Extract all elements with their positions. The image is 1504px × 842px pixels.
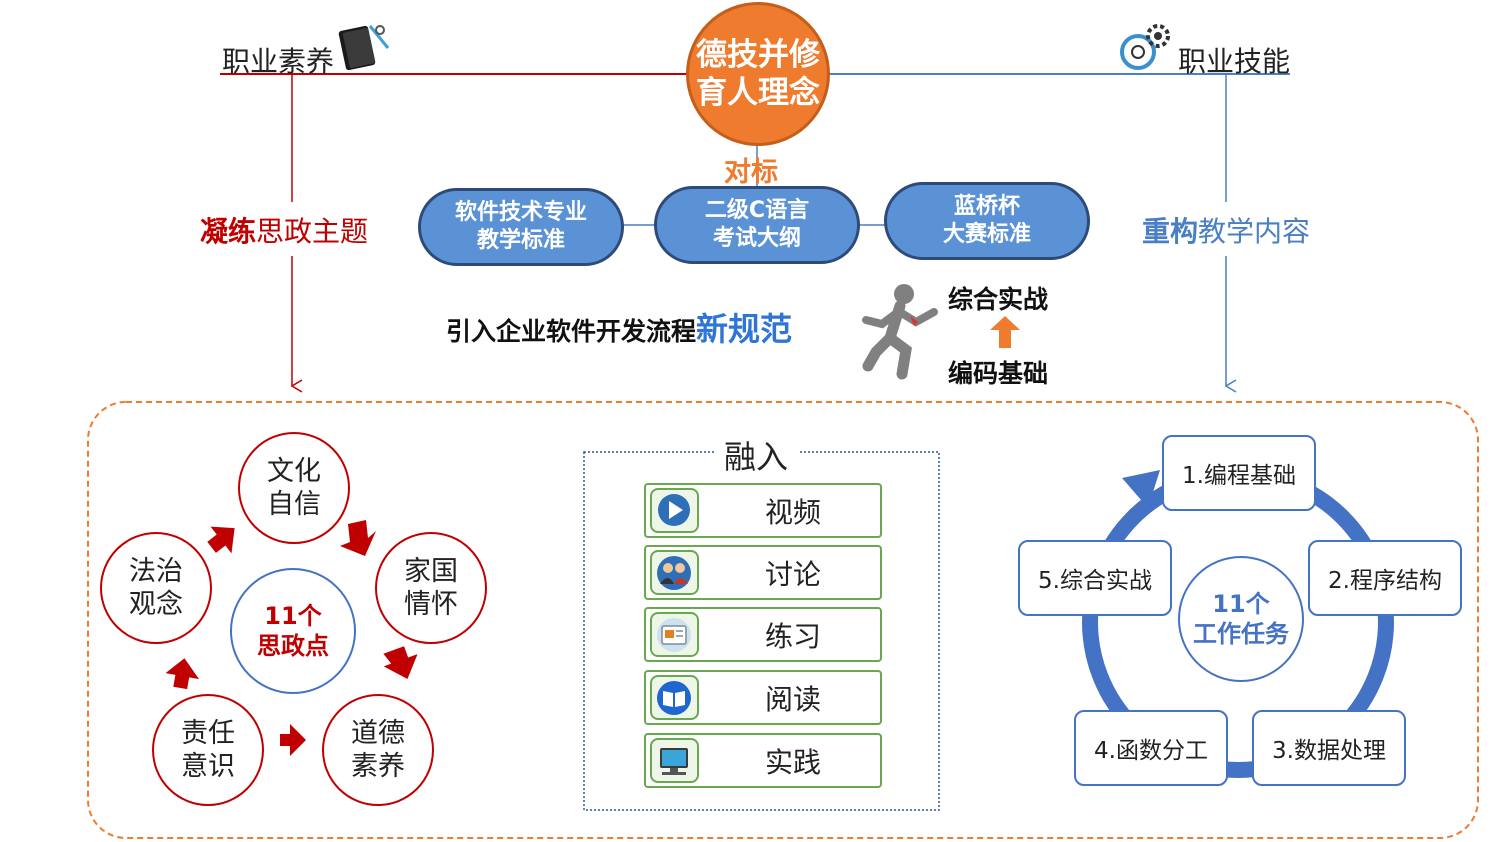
ideology-point-patriotism: 家国 情怀 bbox=[375, 532, 487, 644]
media-item-video: 视频 bbox=[644, 483, 882, 538]
task-item-2: 2.程序结构 bbox=[1308, 540, 1462, 616]
media-item-discussion: 讨论 bbox=[644, 545, 882, 600]
point-line2: 素养 bbox=[351, 751, 405, 782]
media-label: 阅读 bbox=[764, 682, 821, 716]
media-label: 实践 bbox=[764, 745, 821, 779]
play-icon bbox=[658, 494, 690, 526]
ideology-point-law: 法治 观念 bbox=[100, 532, 212, 644]
task-item-1: 1.编程基础 bbox=[1162, 435, 1316, 511]
left-theme-rest: 思政主题 bbox=[256, 215, 369, 248]
up-arrow-icon bbox=[990, 316, 1020, 348]
ideology-point-morality: 道德 素养 bbox=[322, 694, 434, 806]
pill-line1: 蓝桥杯 bbox=[953, 194, 1020, 219]
ideology-center-line1: 11个 bbox=[264, 602, 322, 630]
progression-bottom: 编码基础 bbox=[948, 359, 1049, 388]
tasks-center-line1: 11个 bbox=[1212, 590, 1270, 618]
media-item-reading: 阅读 bbox=[644, 670, 882, 725]
gear-icon bbox=[1120, 24, 1170, 70]
point-line1: 法治 bbox=[129, 556, 183, 587]
ideology-point-responsibility: 责任 意识 bbox=[152, 694, 264, 806]
core-line1: 德技并修 bbox=[696, 37, 820, 73]
computer-icon bbox=[660, 748, 688, 775]
exercise-icon bbox=[657, 618, 691, 652]
runner-icon bbox=[862, 284, 938, 380]
book-icon bbox=[657, 681, 691, 715]
ideology-point-culture: 文化 自信 bbox=[238, 432, 350, 544]
ideology-center-line2: 思政点 bbox=[257, 632, 329, 660]
point-line2: 情怀 bbox=[404, 589, 458, 620]
standard-pill-exam: 二级C语言 考试大纲 bbox=[654, 186, 860, 264]
norm-statement: 引入企业软件开发流程新规范 bbox=[446, 304, 792, 350]
tasks-center: 11个 工作任务 bbox=[1178, 556, 1304, 682]
norm-prefix: 引入企业软件开发流程 bbox=[446, 317, 697, 346]
pill-line1: 软件技术专业 bbox=[454, 200, 587, 225]
point-line1: 家国 bbox=[404, 556, 458, 587]
progression-top: 综合实战 bbox=[948, 285, 1049, 314]
tasks-center-line2: 工作任务 bbox=[1193, 620, 1289, 648]
task-item-5: 5.综合实战 bbox=[1018, 540, 1172, 616]
media-item-exercise: 练习 bbox=[644, 607, 882, 662]
media-item-practice: 实践 bbox=[644, 733, 882, 788]
point-line2: 观念 bbox=[129, 589, 183, 620]
media-label: 练习 bbox=[764, 619, 821, 653]
left-theme-strong: 凝练 bbox=[200, 215, 257, 248]
ideology-center: 11个 思政点 bbox=[230, 568, 356, 694]
standard-pill-teaching: 软件技术专业 教学标准 bbox=[418, 188, 624, 266]
pill-line2: 考试大纲 bbox=[712, 226, 801, 251]
right-theme: 重构教学内容 bbox=[1142, 210, 1310, 250]
right-theme-strong: 重构 bbox=[1142, 215, 1199, 248]
point-line1: 责任 bbox=[181, 718, 235, 749]
pill-line1: 二级C语言 bbox=[704, 198, 810, 223]
media-label: 视频 bbox=[764, 495, 821, 529]
core-line2: 育人理念 bbox=[696, 75, 820, 111]
point-line1: 文化 bbox=[267, 456, 321, 487]
point-line2: 自信 bbox=[267, 489, 321, 520]
point-line1: 道德 bbox=[351, 718, 405, 749]
task-item-4: 4.函数分工 bbox=[1074, 710, 1228, 786]
career-literacy-label: 职业素养 bbox=[222, 45, 335, 78]
left-theme: 凝练思政主题 bbox=[200, 210, 368, 250]
people-icon bbox=[657, 556, 691, 590]
pill-line2: 大赛标准 bbox=[942, 222, 1031, 247]
norm-highlight: 新规范 bbox=[696, 310, 793, 348]
core-philosophy-circle: 德技并修 育人理念 bbox=[686, 2, 830, 146]
pill-line2: 教学标准 bbox=[476, 228, 565, 253]
task-item-3: 3.数据处理 bbox=[1252, 710, 1406, 786]
book-icon bbox=[338, 25, 390, 71]
benchmark-label: 对标 bbox=[724, 157, 778, 188]
career-skill-label: 职业技能 bbox=[1178, 45, 1291, 78]
integrate-title: 融入 bbox=[714, 432, 799, 478]
right-theme-rest: 教学内容 bbox=[1198, 215, 1311, 248]
media-label: 讨论 bbox=[764, 557, 821, 591]
point-line2: 意识 bbox=[181, 751, 235, 782]
standard-pill-contest: 蓝桥杯 大赛标准 bbox=[884, 182, 1090, 260]
